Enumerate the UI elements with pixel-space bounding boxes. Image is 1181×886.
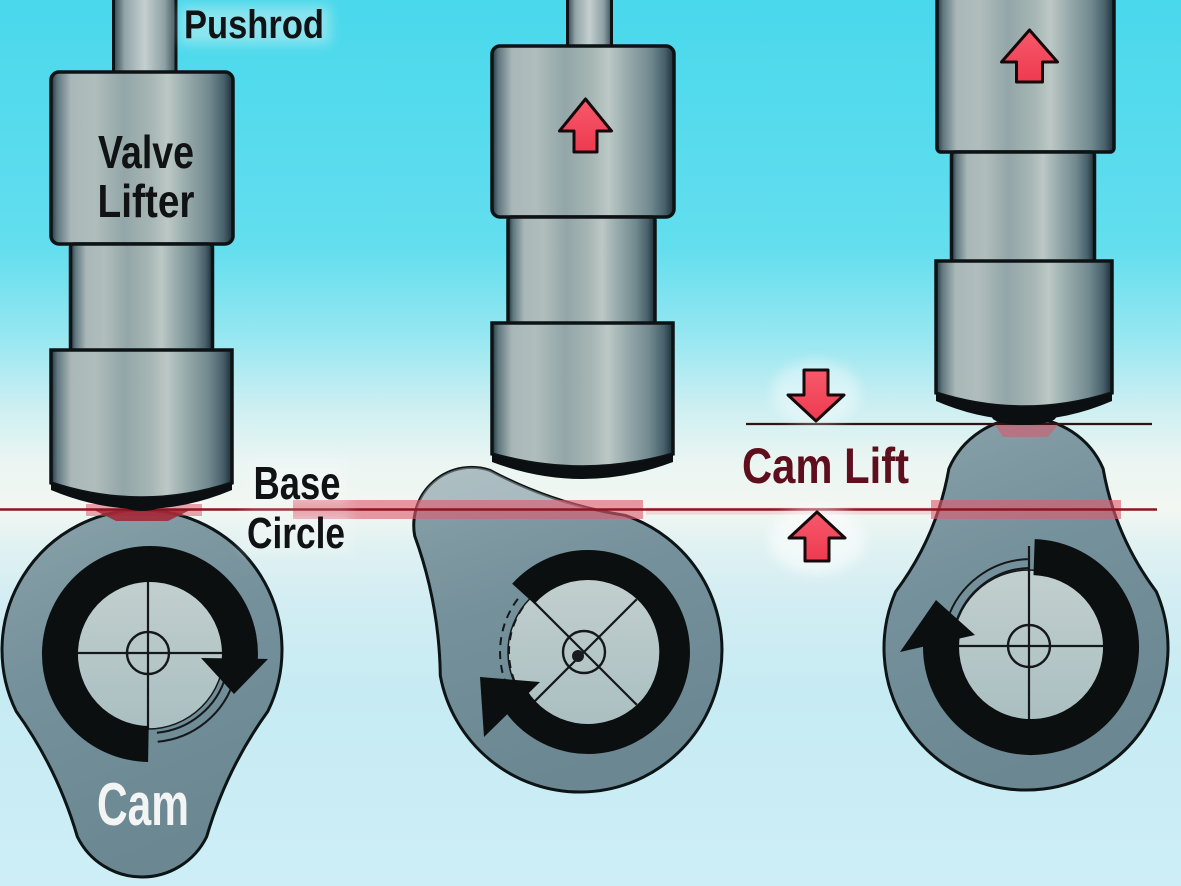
svg-text:Base: Base: [254, 457, 341, 509]
svg-text:Cam Lift: Cam Lift: [742, 438, 909, 494]
svg-text:Circle: Circle: [247, 509, 345, 558]
svg-text:Pushrod: Pushrod: [184, 3, 324, 47]
svg-text:Valve: Valve: [98, 126, 194, 178]
svg-text:Cam: Cam: [97, 771, 189, 838]
svg-text:Lifter: Lifter: [98, 175, 195, 227]
